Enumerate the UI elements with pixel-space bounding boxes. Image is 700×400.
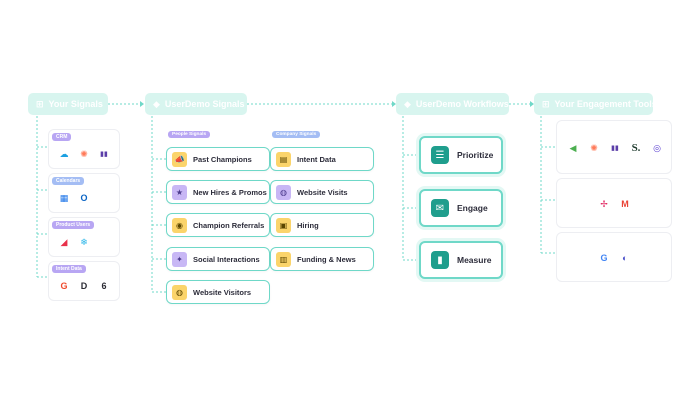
snowflake-icon: ❄ bbox=[80, 236, 88, 247]
gmail-icon: M bbox=[621, 199, 629, 209]
tools-icon: ⊞ bbox=[542, 98, 550, 109]
header-userdemo-workflows: ◆ UserDemo Workflows bbox=[396, 93, 509, 115]
signal-hiring[interactable]: ▣ Hiring bbox=[270, 213, 374, 237]
chart-icon: ▤ bbox=[276, 151, 291, 167]
source-tag-crm: CRM bbox=[52, 133, 72, 141]
gem-icon: ◆ bbox=[153, 98, 160, 109]
signal-label: Funding & News bbox=[297, 254, 356, 264]
signal-new-hires-promos[interactable]: ★ New Hires & Promos bbox=[166, 180, 270, 204]
signal-website-visitors[interactable]: ◍ Website Visitors bbox=[166, 280, 270, 304]
tool-group-sequencing: ◀ ✺ ▮▮ S. ◎ bbox=[556, 120, 672, 174]
signal-label: New Hires & Promos bbox=[193, 187, 267, 197]
signal-label: Website Visits bbox=[297, 187, 348, 197]
tool-group-messaging: ✢ M bbox=[556, 178, 672, 228]
link-icon: ⊞ bbox=[36, 98, 44, 109]
gong-icon: ▮▮ bbox=[611, 145, 619, 152]
header-userdemo-signals-label: UserDemo Signals bbox=[164, 99, 245, 109]
google-icon: G bbox=[600, 253, 608, 263]
salesloft-icon: S. bbox=[631, 142, 641, 154]
google-calendar-icon: ▦ bbox=[59, 192, 69, 203]
segment-icon: ◢ bbox=[60, 236, 68, 247]
source-tag-intent-data: Intent Data bbox=[52, 265, 86, 273]
bombora-icon: D bbox=[80, 281, 88, 291]
header-your-signals: ⊞ Your Signals bbox=[28, 93, 108, 115]
hubspot-icon: ✺ bbox=[590, 142, 598, 153]
badge-icon: ★ bbox=[172, 184, 187, 200]
slack-icon: ✢ bbox=[600, 198, 608, 209]
outlook-icon: O bbox=[80, 193, 88, 203]
hiring-icon: ▣ bbox=[276, 217, 291, 233]
header-userdemo-signals: ◆ UserDemo Signals bbox=[145, 93, 247, 115]
tool-group-ads: G ◐ bbox=[556, 232, 672, 282]
signal-website-visits[interactable]: ◍ Website Visits bbox=[270, 180, 374, 204]
workflow-label: Measure bbox=[457, 255, 492, 265]
workflow-label: Prioritize bbox=[457, 150, 494, 160]
hubspot-icon: ✺ bbox=[80, 148, 88, 159]
source-group-product-users: Product Users ◢ ❄ bbox=[48, 217, 120, 257]
gem-icon: ◆ bbox=[404, 98, 411, 109]
megaphone-icon: 📣 bbox=[172, 151, 187, 167]
source-group-calendars: Calendars ▦ O bbox=[48, 173, 120, 213]
signal-champion-referrals[interactable]: ◉ Champion Referrals bbox=[166, 213, 270, 237]
outreach-icon: ◀ bbox=[569, 142, 577, 153]
company-signals-label: Company Signals bbox=[272, 131, 321, 138]
source-group-crm: CRM ☁ ✺ ▮▮ bbox=[48, 129, 120, 169]
header-your-signals-label: Your Signals bbox=[48, 99, 103, 109]
bar-chart-icon: ▮ bbox=[431, 251, 449, 269]
signal-label: Social Interactions bbox=[193, 254, 260, 264]
signal-past-champions[interactable]: 📣 Past Champions bbox=[166, 147, 270, 171]
signal-label: Website Visitors bbox=[193, 287, 252, 297]
source-tag-product-users: Product Users bbox=[52, 221, 95, 229]
signal-label: Champion Referrals bbox=[193, 220, 265, 230]
source-group-intent-data: Intent Data G D 6 bbox=[48, 261, 120, 301]
g2-icon: G bbox=[60, 281, 68, 291]
signal-label: Hiring bbox=[297, 220, 319, 230]
list-icon: ☰ bbox=[431, 146, 449, 164]
header-engagement-tools: ⊞ Your Engagement Tools bbox=[534, 93, 657, 115]
social-icon: ✦ bbox=[172, 251, 187, 267]
linkedin-ads-icon: ◐ bbox=[622, 253, 628, 263]
signal-label: Intent Data bbox=[297, 154, 336, 164]
6sense-icon: 6 bbox=[101, 281, 107, 291]
web-icon: ◍ bbox=[276, 184, 291, 200]
gong-icon: ▮▮ bbox=[100, 151, 108, 158]
salesforce-icon: ☁ bbox=[59, 148, 69, 159]
signal-funding-news[interactable]: ▥ Funding & News bbox=[270, 247, 374, 271]
people-signals-label: People Signals bbox=[168, 131, 211, 138]
referral-icon: ◉ bbox=[172, 217, 187, 233]
signal-intent-data[interactable]: ▤ Intent Data bbox=[270, 147, 374, 171]
apollo-icon: ◎ bbox=[653, 142, 661, 153]
globe-icon: ◍ bbox=[172, 284, 187, 300]
workflow-prioritize[interactable]: ☰ Prioritize bbox=[419, 136, 503, 174]
signal-social-interactions[interactable]: ✦ Social Interactions bbox=[166, 247, 270, 271]
news-icon: ▥ bbox=[276, 251, 291, 267]
workflow-label: Engage bbox=[457, 203, 488, 213]
header-userdemo-workflows-label: UserDemo Workflows bbox=[415, 99, 509, 109]
header-engagement-tools-label: Your Engagement Tools bbox=[554, 99, 657, 109]
signal-label: Past Champions bbox=[193, 154, 252, 164]
workflow-engage[interactable]: ✉ Engage bbox=[419, 189, 503, 227]
workflow-measure[interactable]: ▮ Measure bbox=[419, 241, 503, 279]
chat-icon: ✉ bbox=[431, 199, 449, 217]
source-tag-calendars: Calendars bbox=[52, 177, 85, 185]
